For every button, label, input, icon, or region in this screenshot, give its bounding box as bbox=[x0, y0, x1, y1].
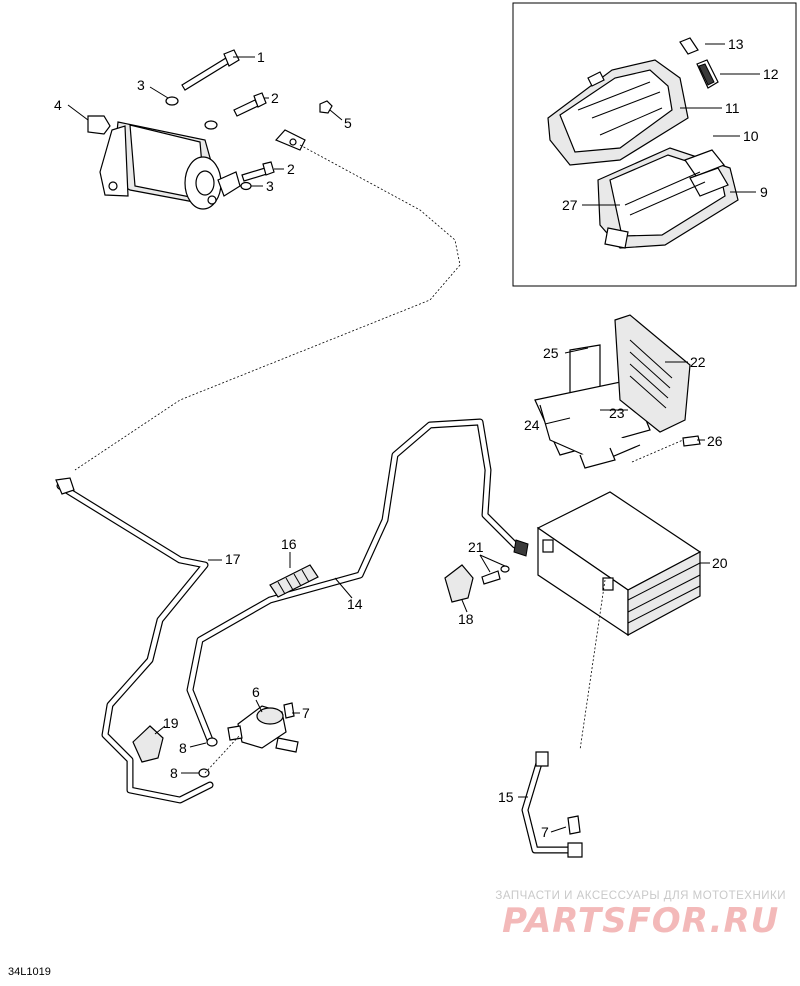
washer-icon bbox=[165, 96, 179, 106]
callout-12: 12 bbox=[763, 66, 779, 82]
starter-bolt-short-2 bbox=[241, 161, 275, 182]
callout-16: 16 bbox=[281, 536, 297, 552]
callout-7-second: 7 bbox=[541, 824, 549, 840]
callout-7: 7 bbox=[302, 705, 310, 721]
ground-cable bbox=[521, 751, 583, 858]
watermark: ЗАПЧАСТИ И АКСЕССУАРЫ ДЛЯ МОТОТЕХНИКИ PA… bbox=[495, 890, 786, 940]
fuse-box-base bbox=[597, 147, 739, 249]
callout-11: 11 bbox=[725, 100, 740, 116]
starter-cable bbox=[55, 477, 214, 804]
washer-icon bbox=[240, 181, 252, 191]
callout-2: 2 bbox=[271, 90, 279, 106]
cable-route-line bbox=[74, 144, 461, 471]
callout-25: 25 bbox=[543, 345, 559, 361]
terminal-boot-2 bbox=[132, 725, 164, 763]
nut-icon bbox=[198, 768, 210, 778]
callout-21: 21 bbox=[468, 539, 484, 555]
callout-27: 27 bbox=[562, 197, 578, 213]
callout-18: 18 bbox=[458, 611, 474, 627]
callout-3-second: 3 bbox=[266, 178, 274, 194]
callout-9: 9 bbox=[760, 184, 768, 200]
screw-icon bbox=[283, 702, 295, 719]
callout-6: 6 bbox=[252, 684, 260, 700]
callout-leaders bbox=[67, 43, 760, 833]
callout-2-second: 2 bbox=[287, 161, 295, 177]
screw-icon bbox=[682, 435, 701, 447]
starter-bolt-short bbox=[233, 92, 267, 117]
callout-5: 5 bbox=[344, 115, 352, 131]
starter-solenoid bbox=[227, 705, 299, 753]
nut-icon bbox=[206, 737, 218, 747]
callout-13: 13 bbox=[728, 36, 744, 52]
callout-8: 8 bbox=[179, 740, 187, 756]
fuse-icon bbox=[679, 37, 699, 55]
callout-4: 4 bbox=[54, 97, 62, 113]
callout-22: 22 bbox=[690, 354, 706, 370]
fuse-box-inset-frame bbox=[512, 2, 797, 287]
diagram-code: 34L1019 bbox=[8, 966, 51, 978]
callout-15: 15 bbox=[498, 789, 514, 805]
callout-1: 1 bbox=[257, 49, 265, 65]
callout-19: 19 bbox=[163, 715, 179, 731]
callout-23: 23 bbox=[609, 405, 625, 421]
bolt-icon bbox=[481, 570, 501, 585]
starter-motor bbox=[87, 115, 241, 210]
callout-26: 26 bbox=[707, 433, 723, 449]
nut-icon bbox=[500, 565, 510, 573]
callout-3: 3 bbox=[137, 77, 145, 93]
watermark-brand: PARTSFOR.RU bbox=[502, 901, 780, 941]
washer-icon bbox=[204, 120, 218, 130]
callout-10: 10 bbox=[743, 128, 759, 144]
callout-8-second: 8 bbox=[170, 765, 178, 781]
positive-cable bbox=[186, 418, 529, 744]
callout-20: 20 bbox=[712, 555, 728, 571]
watermark-tagline: ЗАПЧАСТИ И АКСЕССУАРЫ ДЛЯ МОТОТЕХНИКИ bbox=[495, 890, 786, 902]
callout-14: 14 bbox=[347, 596, 363, 612]
callout-24: 24 bbox=[524, 417, 540, 433]
callout-17: 17 bbox=[225, 551, 241, 567]
screw-icon bbox=[567, 815, 581, 835]
battery bbox=[536, 491, 702, 637]
starter-bolt-long bbox=[181, 49, 240, 91]
battery-cover bbox=[614, 314, 691, 433]
nut-icon bbox=[319, 100, 333, 114]
protective-sleeve bbox=[269, 564, 319, 598]
fuse-box-cover bbox=[547, 59, 689, 166]
terminal-boot bbox=[444, 564, 474, 603]
